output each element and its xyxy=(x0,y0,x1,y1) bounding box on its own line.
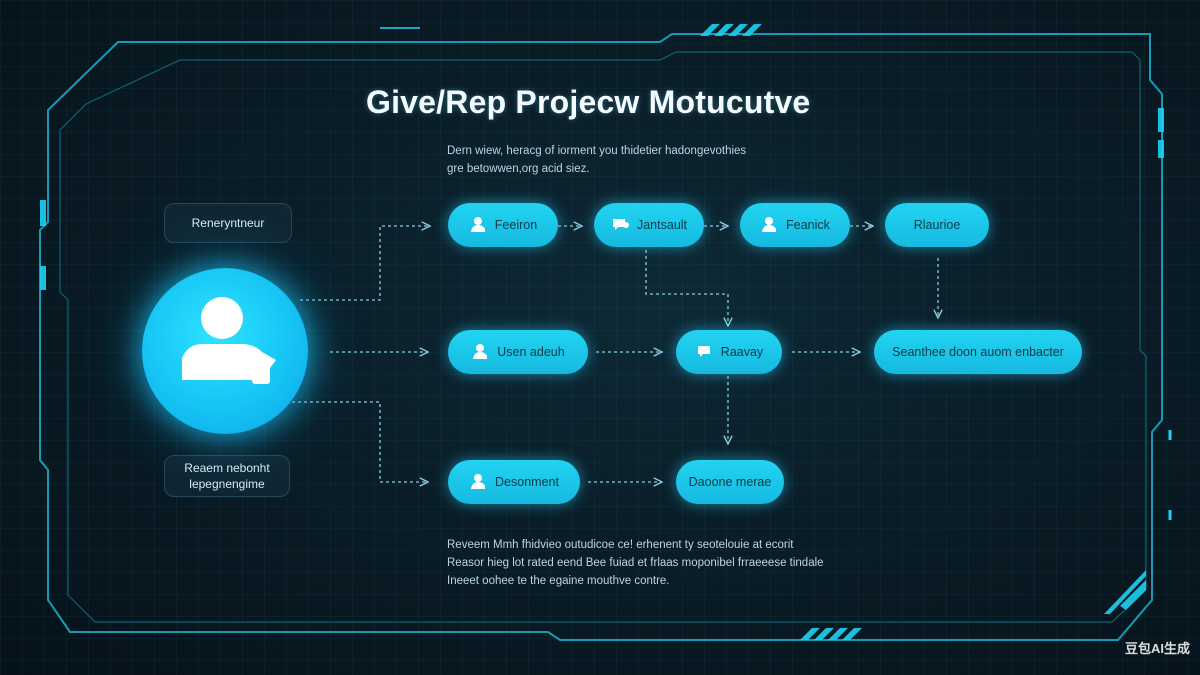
role-label-line: lepegnengime xyxy=(189,477,265,491)
chat-icon xyxy=(697,346,710,357)
user-avatar-circle xyxy=(142,268,308,434)
watermark: 豆包AI生成 xyxy=(1124,641,1190,656)
role-label-top: Reneryntneur xyxy=(164,203,292,243)
user-icon xyxy=(470,217,485,232)
user-icon xyxy=(182,297,276,384)
node-label: Usen adeuh xyxy=(497,345,565,359)
flow-node[interactable]: Jantsault xyxy=(594,203,704,247)
flow-node[interactable]: Feanick xyxy=(740,203,850,247)
node-label: Seanthee doon auom enbacter xyxy=(892,345,1064,359)
user-icon xyxy=(762,217,777,232)
flow-node[interactable]: Feeiron xyxy=(448,203,558,247)
flow-node[interactable]: Raavay xyxy=(676,330,782,374)
subtitle-line: gre betowwen,org acid siez. xyxy=(447,163,590,175)
diagram-footer-text: Reveem Mmh fhidvieo outudicoe ce! erhene… xyxy=(447,536,867,590)
flow-node[interactable]: Daoone merae xyxy=(676,460,784,504)
node-label: Rlaurioe xyxy=(913,218,961,232)
flow-node[interactable]: Seanthee doon auom enbacter xyxy=(874,330,1082,374)
node-label: Jantsault xyxy=(636,218,688,232)
footer-line: Reasor hieg lot rated eend Bee fuiad et … xyxy=(447,557,824,569)
role-label-bottom: Reaem nebonht lepegnengime xyxy=(164,455,290,497)
diagram-subtitle: Dern wiew, heracg of iorment you thideti… xyxy=(447,142,847,178)
node-label: Feeiron xyxy=(494,218,538,232)
diagram-title: Give/Rep Projecw Motucutve xyxy=(366,84,811,120)
user-icon xyxy=(471,474,486,489)
flow-node[interactable]: Rlaurioe xyxy=(885,203,989,247)
node-label: Desonment xyxy=(495,475,559,489)
role-label-line: Reaem nebonht xyxy=(184,461,270,475)
flow-node[interactable]: Usen adeuh xyxy=(448,330,588,374)
footer-line: Ineeet oohee te the egaine mouthve contr… xyxy=(447,575,670,587)
node-label: Feanick xyxy=(786,218,830,232)
node-label: Raavay xyxy=(720,345,764,359)
user-icon xyxy=(473,344,488,359)
subtitle-line: Dern wiew, heracg of iorment you thideti… xyxy=(447,145,747,157)
footer-line: Reveem Mmh fhidvieo outudicoe ce! erhene… xyxy=(447,539,794,551)
chat-icon xyxy=(612,219,629,230)
flow-node[interactable]: Desonment xyxy=(448,460,580,504)
node-label: Daoone merae xyxy=(688,475,772,489)
